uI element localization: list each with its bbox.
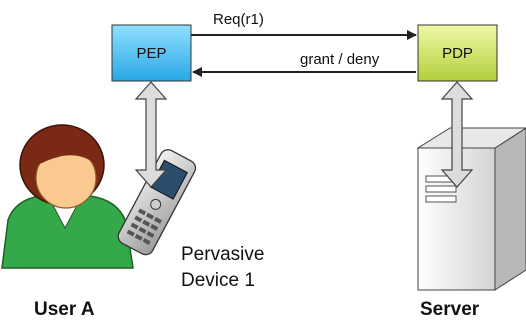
server-drive-bay-3 [425,195,457,203]
pdp-label: PDP [442,45,473,62]
user-hair-fringe [33,142,100,168]
server-drive-bay-2 [425,185,457,193]
phone-nav-key [150,198,162,210]
pep-label: PEP [136,45,166,62]
pep-node: PEP [111,24,192,82]
user-label: User A [34,299,95,320]
device-label-line2: Device 1 [181,270,255,291]
pdp-box [417,24,498,82]
response-label: grant / deny [300,51,380,68]
pep-box [111,24,192,82]
request-label: Req(r1) [213,11,264,28]
server-icon [416,127,526,291]
server-label: Server [420,299,480,320]
request-arrow: Req(r1) [191,11,417,40]
server-side-face [494,127,526,291]
pdp-server-connector [440,81,474,188]
phone-icon [117,149,197,256]
phone-keypad [126,208,162,245]
pdp-node: PDP [417,24,498,82]
pep-device-connector [134,81,168,188]
response-arrow: grant / deny [192,51,416,77]
user-icon [1,124,134,269]
device-label-line1: Pervasive [181,244,264,265]
